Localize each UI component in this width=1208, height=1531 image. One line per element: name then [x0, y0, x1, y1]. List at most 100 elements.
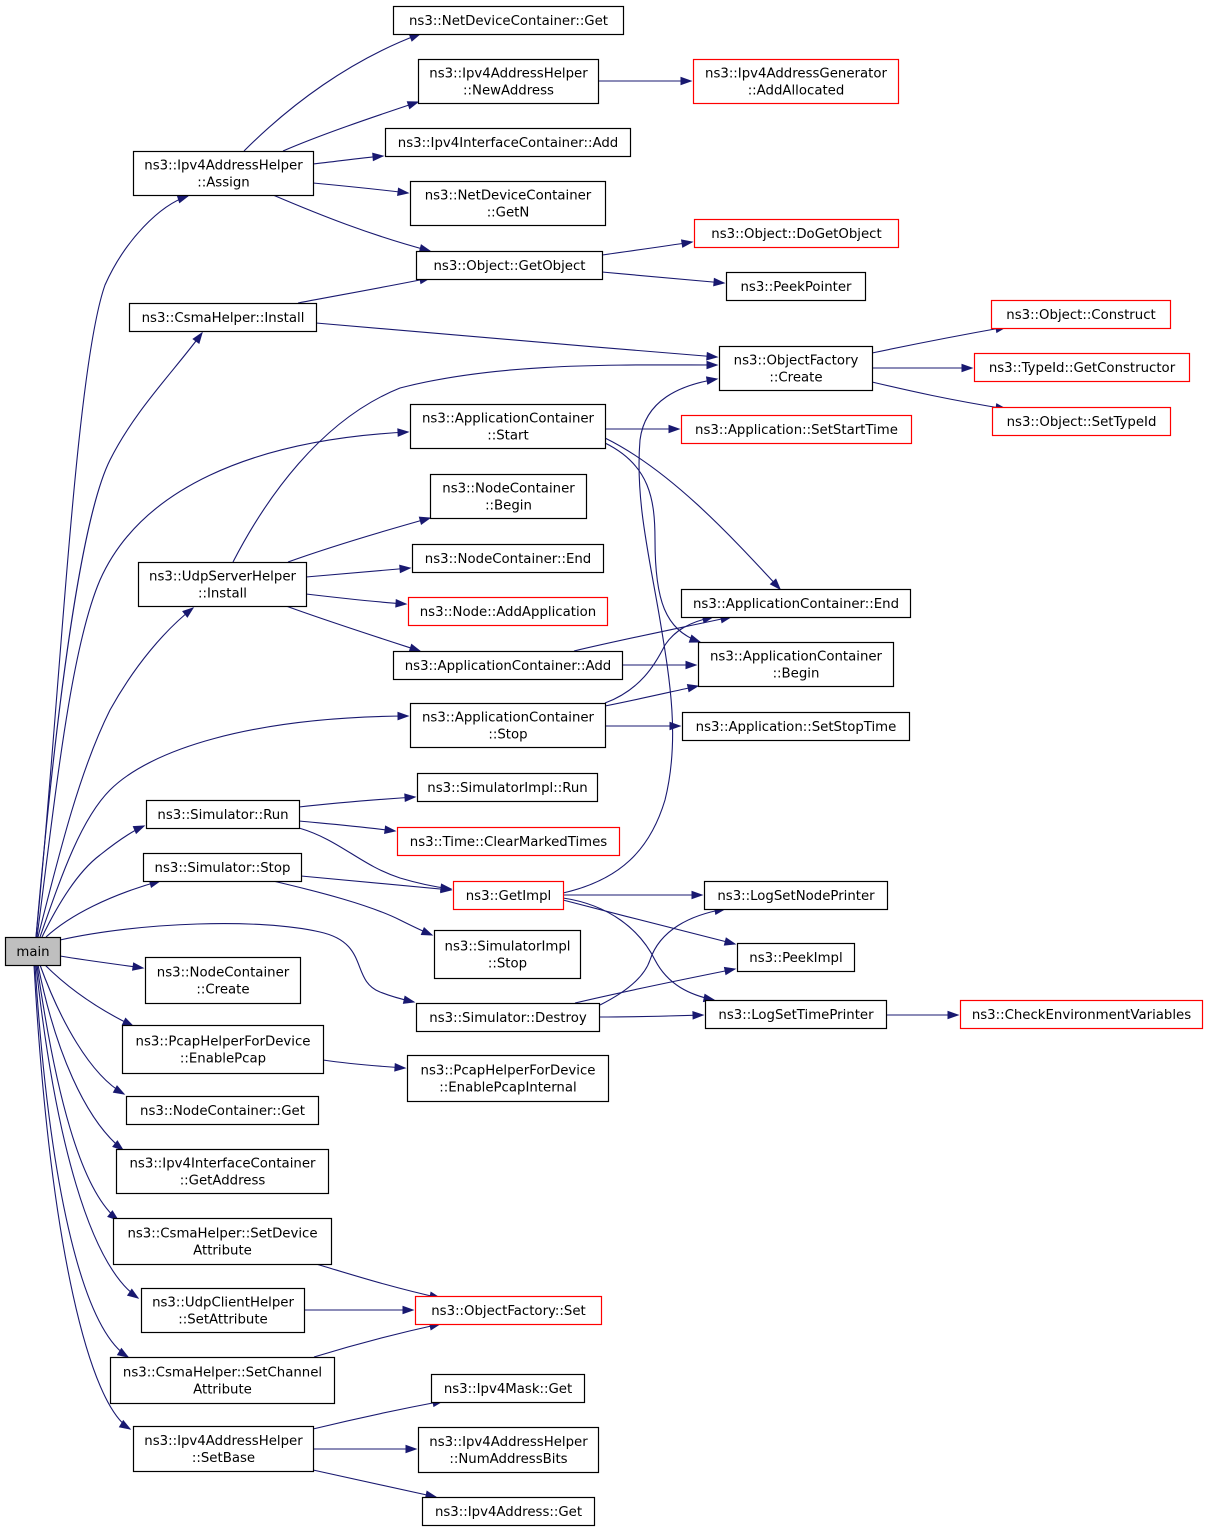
node-box[interactable] — [704, 999, 888, 1030]
node-obj_getobject[interactable]: ns3::Object::GetObject — [415, 250, 604, 281]
node-box[interactable] — [680, 588, 912, 619]
node-box[interactable] — [429, 473, 588, 520]
node-box[interactable] — [392, 5, 625, 36]
node-box[interactable] — [990, 299, 1172, 330]
node-box[interactable] — [415, 250, 604, 281]
node-appc_stop[interactable]: ns3::ApplicationContainer::Stop — [409, 702, 607, 749]
node-obj_dogetobject[interactable]: ns3::Object::DoGetObject — [693, 218, 900, 249]
node-ipv4ah_setbase[interactable]: ns3::Ipv4AddressHelper::SetBase — [132, 1425, 315, 1473]
node-box[interactable] — [991, 406, 1172, 437]
node-box[interactable] — [132, 150, 315, 197]
node-box[interactable] — [109, 1356, 336, 1405]
node-pcap_enable[interactable]: ns3::PcapHelperForDevice::EnablePcap — [121, 1024, 325, 1075]
node-peekpointer[interactable]: ns3::PeekPointer — [725, 271, 867, 302]
node-box[interactable] — [392, 650, 624, 681]
node-of_set[interactable]: ns3::ObjectFactory::Set — [414, 1295, 603, 1326]
node-logsetnodeprinter[interactable]: ns3::LogSetNodePrinter — [703, 880, 889, 911]
node-box[interactable] — [140, 1287, 306, 1334]
node-box[interactable] — [417, 1426, 600, 1474]
node-ipv4ag_addalloc[interactable]: ns3::Ipv4AddressGenerator::AddAllocated — [692, 58, 900, 105]
node-box[interactable] — [409, 180, 607, 227]
node-obj_settypeid[interactable]: ns3::Object::SetTypeId — [991, 406, 1172, 437]
node-box[interactable] — [692, 58, 900, 105]
node-box[interactable] — [973, 352, 1191, 383]
node-udpclient_setattr[interactable]: ns3::UdpClientHelper::SetAttribute — [140, 1287, 306, 1334]
node-getimpl[interactable]: ns3::GetImpl — [452, 880, 565, 911]
node-typeid_getctor[interactable]: ns3::TypeId::GetConstructor — [973, 352, 1191, 383]
node-box[interactable] — [112, 1217, 333, 1266]
node-box[interactable] — [384, 127, 632, 158]
node-box[interactable] — [430, 1373, 586, 1404]
node-nc_begin[interactable]: ns3::NodeContainer::Begin — [429, 473, 588, 520]
node-box[interactable] — [396, 826, 621, 857]
node-ipv4ah_numaddrbits[interactable]: ns3::Ipv4AddressHelper::NumAddressBits — [417, 1426, 600, 1474]
node-box[interactable] — [433, 929, 582, 980]
node-appc_start[interactable]: ns3::ApplicationContainer::Start — [409, 403, 607, 450]
node-box[interactable] — [415, 1002, 601, 1033]
node-box[interactable] — [693, 218, 900, 249]
node-peekimpl[interactable]: ns3::PeekImpl — [736, 942, 856, 973]
node-box[interactable] — [697, 641, 895, 688]
node-ipv4addr_get[interactable]: ns3::Ipv4Address::Get — [421, 1496, 596, 1527]
node-ipv4ah_newaddr[interactable]: ns3::Ipv4AddressHelper::NewAddress — [417, 58, 600, 105]
node-box[interactable] — [125, 1095, 320, 1126]
node-pcap_enableinternal[interactable]: ns3::PcapHelperForDevice::EnablePcapInte… — [406, 1054, 610, 1103]
node-main[interactable]: main — [4, 936, 62, 967]
node-nc_get[interactable]: ns3::NodeContainer::Get — [125, 1095, 320, 1126]
node-simimpl_run[interactable]: ns3::SimulatorImpl::Run — [416, 772, 599, 803]
node-appc_begin[interactable]: ns3::ApplicationContainer::Begin — [697, 641, 895, 688]
node-box[interactable] — [421, 1496, 596, 1527]
node-box[interactable] — [132, 1425, 315, 1473]
node-of_create[interactable]: ns3::ObjectFactory::Create — [718, 345, 874, 392]
node-box[interactable] — [452, 880, 565, 911]
node-box[interactable] — [142, 852, 303, 883]
node-udpserver_install[interactable]: ns3::UdpServerHelper::Install — [137, 561, 308, 608]
node-box[interactable] — [411, 543, 605, 574]
node-box[interactable] — [406, 1054, 610, 1103]
node-box[interactable] — [703, 880, 889, 911]
node-ndc_get[interactable]: ns3::NetDeviceContainer::Get — [392, 5, 625, 36]
node-box[interactable] — [144, 956, 302, 1005]
node-sim_run[interactable]: ns3::Simulator::Run — [145, 799, 301, 830]
node-ipv4ic_add[interactable]: ns3::Ipv4InterfaceContainer::Add — [384, 127, 632, 158]
node-ndc_getn[interactable]: ns3::NetDeviceContainer::GetN — [409, 180, 607, 227]
node-box[interactable] — [409, 702, 607, 749]
node-checkenv[interactable]: ns3::CheckEnvironmentVariables — [959, 999, 1204, 1030]
node-appc_end[interactable]: ns3::ApplicationContainer::End — [680, 588, 912, 619]
node-app_setstoptime[interactable]: ns3::Application::SetStopTime — [681, 711, 911, 742]
node-box[interactable] — [417, 58, 600, 105]
node-simimpl_stop[interactable]: ns3::SimulatorImpl::Stop — [433, 929, 582, 980]
node-appc_add[interactable]: ns3::ApplicationContainer::Add — [392, 650, 624, 681]
node-box[interactable] — [736, 942, 856, 973]
node-box[interactable] — [718, 345, 874, 392]
node-box[interactable] — [128, 302, 318, 333]
node-box[interactable] — [137, 561, 308, 608]
node-app_setstarttime[interactable]: ns3::Application::SetStartTime — [680, 414, 913, 445]
node-box[interactable] — [414, 1295, 603, 1326]
node-box[interactable] — [680, 414, 913, 445]
node-ipv4mask_get[interactable]: ns3::Ipv4Mask::Get — [430, 1373, 586, 1404]
node-sim_destroy[interactable]: ns3::Simulator::Destroy — [415, 1002, 601, 1033]
node-box[interactable] — [115, 1148, 330, 1195]
node-box[interactable] — [121, 1024, 325, 1075]
node-box[interactable] — [4, 936, 62, 967]
node-box[interactable] — [725, 271, 867, 302]
node-ipv4ic_getaddr[interactable]: ns3::Ipv4InterfaceContainer::GetAddress — [115, 1148, 330, 1195]
node-csma_install[interactable]: ns3::CsmaHelper::Install — [128, 302, 318, 333]
node-logsettimeprinter[interactable]: ns3::LogSetTimePrinter — [704, 999, 888, 1030]
node-ipv4ah_assign[interactable]: ns3::Ipv4AddressHelper::Assign — [132, 150, 315, 197]
node-box[interactable] — [959, 999, 1204, 1030]
node-sim_stop[interactable]: ns3::Simulator::Stop — [142, 852, 303, 883]
node-node_addapp[interactable]: ns3::Node::AddApplication — [407, 596, 609, 627]
node-obj_construct[interactable]: ns3::Object::Construct — [990, 299, 1172, 330]
node-box[interactable] — [409, 403, 607, 450]
node-box[interactable] — [416, 772, 599, 803]
node-nc_end[interactable]: ns3::NodeContainer::End — [411, 543, 605, 574]
node-time_clearmarked[interactable]: ns3::Time::ClearMarkedTimes — [396, 826, 621, 857]
node-box[interactable] — [681, 711, 911, 742]
node-box[interactable] — [145, 799, 301, 830]
node-box[interactable] — [407, 596, 609, 627]
node-nc_create[interactable]: ns3::NodeContainer::Create — [144, 956, 302, 1005]
